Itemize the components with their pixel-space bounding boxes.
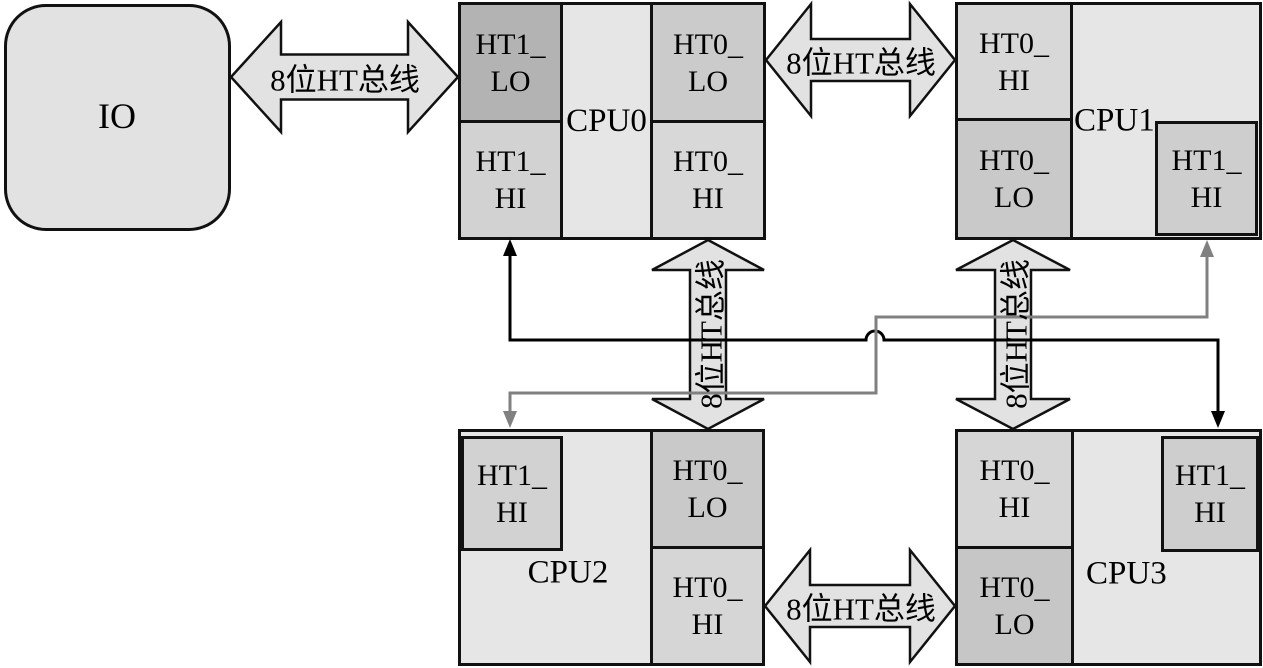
cpu3-port-ht0-hi-label: HT0_ HI xyxy=(979,454,1050,524)
cpu2-port-ht1-hi: HT1_ HI xyxy=(461,436,563,551)
cpu1-port-ht1-hi: HT1_ HI xyxy=(1155,121,1258,236)
cpu2-port-ht0-hi: HT0_ HI xyxy=(650,546,765,666)
link-cpu0-arrowhead-up xyxy=(503,239,517,256)
cpu2-port-ht1-hi-label: HT1_ HI xyxy=(477,458,547,529)
cpu0-port-ht0-lo: HT0_ LO xyxy=(650,2,766,123)
cpu1-port-ht0-hi-label: HT0_ HI xyxy=(979,26,1049,97)
cpu1-port-ht0-lo-label: HT0_ LO xyxy=(979,144,1049,214)
cpu1-port-ht0-hi: HT0_ HI xyxy=(955,2,1073,121)
cpu1-port-ht1-hi-label: HT1_ HI xyxy=(1171,143,1242,214)
bus-cpu2-cpu3-label: 8位HT总线 xyxy=(786,591,936,627)
cpu3-port-ht1-hi-label: HT1_ HI xyxy=(1175,459,1245,529)
cpu0-port-ht0-hi-label: HT0_ HI xyxy=(673,145,743,215)
link-cpu1-cpu2-line xyxy=(508,253,1209,414)
cpu0-port-ht1-hi: HT1_ HI xyxy=(458,120,563,240)
cpu3-port-ht0-lo-label: HT0_ LO xyxy=(979,571,1050,641)
link-cpu2-arrowhead-down xyxy=(503,411,517,428)
bus-cpu1-cpu3-label: 8位HT总线 xyxy=(998,259,1034,409)
bus-cpu0-cpu2-label: 8位HT总线 xyxy=(693,259,729,409)
cpu3-port-ht0-lo: HT0_ LO xyxy=(955,546,1074,666)
cpu2-port-ht0-hi-label: HT0_ HI xyxy=(672,571,743,641)
cpu3-port-ht1-hi: HT1_ HI xyxy=(1161,436,1259,552)
cpu1-label: CPU1 xyxy=(1074,102,1155,139)
link-cpu3-arrowhead-down xyxy=(1211,411,1225,428)
cpu2-port-ht0-lo: HT0_ LO xyxy=(650,429,765,549)
cpu0-port-ht1-lo: HT1_ LO xyxy=(458,2,563,123)
cpu0-port-ht0-lo-label: HT0_ LO xyxy=(673,27,743,98)
io-label: IO xyxy=(98,96,136,136)
cpu3-label: CPU3 xyxy=(1086,555,1167,592)
cpu1-port-ht0-lo: HT0_ LO xyxy=(955,118,1073,240)
bus-cpu0-cpu1-label: 8位HT总线 xyxy=(786,45,936,81)
link-cpu0-cpu3-line xyxy=(508,253,1220,414)
cpu0-port-ht0-hi: HT0_ HI xyxy=(650,120,766,240)
bus-io-cpu0-label: 8位HT总线 xyxy=(270,62,420,98)
io-box xyxy=(4,4,231,231)
cpu2-label: CPU2 xyxy=(527,554,609,591)
cpu3-port-ht0-hi: HT0_ HI xyxy=(955,429,1074,549)
link-cpu1-arrowhead-up xyxy=(1200,240,1214,257)
cpu2-port-ht0-lo-label: HT0_ LO xyxy=(672,454,743,524)
cpu0-port-ht1-hi-label: HT1_ HI xyxy=(475,145,546,215)
cpu0-port-ht1-lo-label: HT1_ LO xyxy=(475,27,546,98)
cpu0-label: CPU0 xyxy=(566,102,647,139)
cpu0-label-zone: CPU0 xyxy=(563,2,650,240)
